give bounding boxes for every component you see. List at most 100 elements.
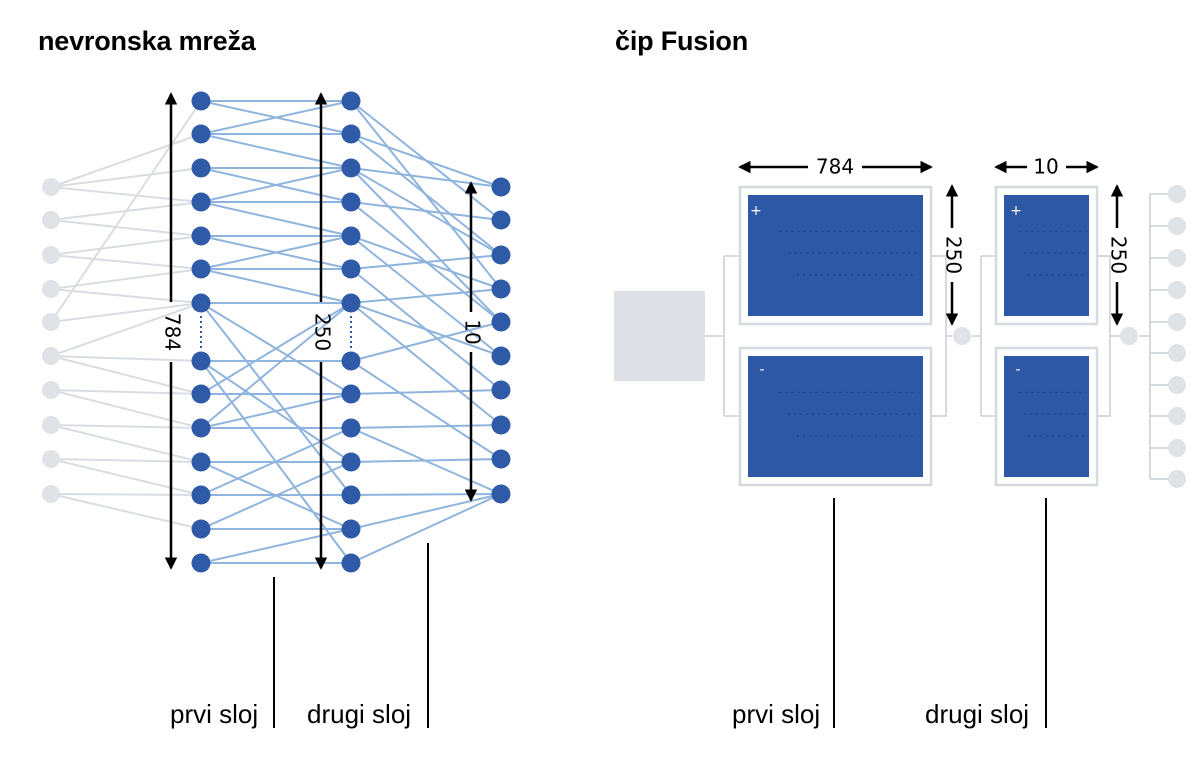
chip-output-node [1168,470,1186,488]
second-layer-node [341,384,361,404]
chip-label-784: 784 [816,155,854,179]
second-layer-label: drugi sloj [307,699,412,729]
dimension-arrow-784: 784 [161,92,185,570]
connection-edge [50,389,202,395]
positive-sign: + [1010,203,1022,219]
chip-second-layer-label: drugi sloj [925,699,1030,729]
chip-output-node [1168,407,1186,425]
connection-edge [50,424,202,463]
first-layer-node [191,192,211,212]
output-node [491,312,511,332]
second-layer-node [341,553,361,573]
connection-edge [200,393,352,429]
chip-wiring [705,194,1151,479]
dimension-arrow-10: 10 [461,181,485,502]
chip-output-node [1168,185,1186,203]
connection-edge [50,355,202,362]
connection-edge [50,493,202,496]
first-layer-node [191,452,211,472]
second-layer-node [341,158,361,178]
input-node [42,211,60,229]
input-node [42,416,60,434]
chip-output-node [1168,313,1186,331]
connection-edge [200,528,352,564]
output-layer-nodes [491,177,511,504]
connection-edge [50,133,202,188]
connection-edge [50,302,202,323]
connection-edge [350,288,502,304]
input-node [42,313,60,331]
connection-edge [200,302,352,496]
input-to-first-layer-connections [50,100,202,530]
second-layer-node [341,124,361,144]
chip-output-node [1168,249,1186,267]
first-layer-output-node [953,327,971,345]
chip-label-250: 250 [942,236,966,274]
first-layer-node [191,384,211,404]
connection-edge [200,133,352,169]
connection-edge [350,493,502,530]
second-layer-nodes [341,91,361,573]
first-layer-node [191,293,211,313]
input-node [42,246,60,264]
chip-dimension-250-first: 250 [942,184,966,326]
second-layer-node [341,192,361,212]
crossbar-first-positive: + [738,185,933,326]
connection-edge [200,235,352,270]
layer-ellipsis-markers [200,316,352,350]
first-layer-node [191,485,211,505]
second-layer-output-node [1120,327,1138,345]
fusion-chip-title: čip Fusion [615,26,749,56]
connection-edge [50,389,202,429]
crossbar-first-negative: - [738,346,933,487]
connection-edge [50,288,202,304]
connection-edge [50,167,202,188]
output-node [491,210,511,230]
connection-edge [50,100,202,323]
crossbar-second-negative: - [994,346,1099,487]
chip-label-250: 250 [1107,236,1131,274]
chip-output-node [1168,281,1186,299]
connection-edge [350,302,502,426]
connection-edge [50,254,202,270]
output-node [491,177,511,197]
connection-edge [350,302,502,357]
second-layer-node [341,293,361,313]
connection-edge [200,302,352,429]
dimension-arrow-250: 250 [311,92,335,570]
connection-edge [350,493,502,564]
second-layer-node [341,418,361,438]
negative-sign: - [759,362,764,378]
second-layer-node [341,226,361,246]
first-layer-label: prvi sloj [170,699,259,729]
first-layer-node [191,519,211,539]
second-layer-node [341,452,361,472]
first-layer-node [191,553,211,573]
output-node [491,346,511,366]
connection-edge [50,458,202,496]
connection-edge [200,427,352,496]
second-layer-node [341,351,361,371]
first-layer-node [191,91,211,111]
connection-edge [350,254,502,270]
first-layer-node [191,418,211,438]
first-layer-node [191,158,211,178]
first-layer-node [191,351,211,371]
connection-edge [350,424,502,429]
connection-edge [350,201,502,221]
connection-edge [50,302,202,357]
output-node [491,449,511,469]
connection-edge [200,461,352,530]
chip-first-layer-label: prvi sloj [732,699,821,729]
connection-edge [50,493,202,530]
connection-edge [50,235,202,256]
connection-edge [350,167,502,323]
chip-dimension-250-second: 250 [1107,184,1131,326]
output-node [491,484,511,504]
connection-edge [200,268,352,304]
neural-network-title: nevronska mreža [38,26,256,56]
second-layer-node [341,91,361,111]
connection-edge [50,458,202,463]
positive-sign: + [750,203,762,219]
input-node [42,178,60,196]
